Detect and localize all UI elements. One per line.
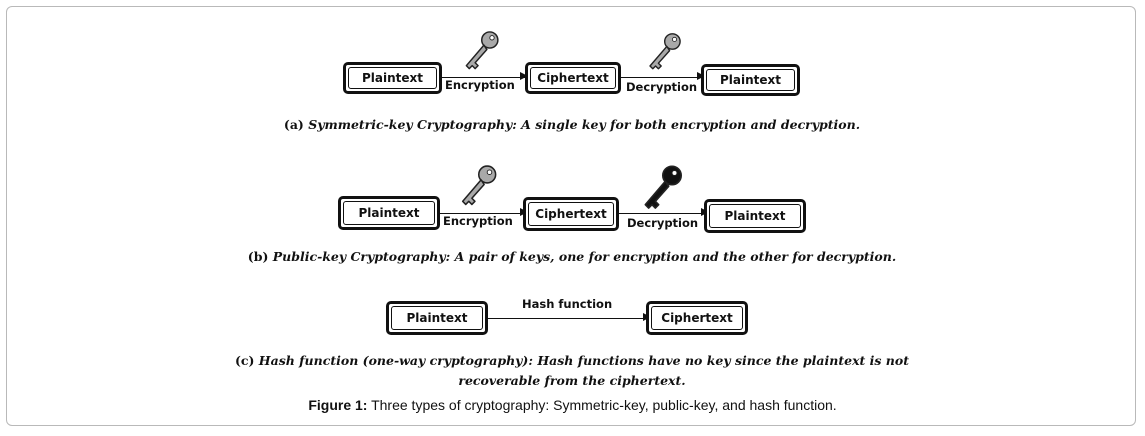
- ciphertext-box: Ciphertext: [525, 62, 621, 94]
- plaintext-box: Plaintext: [704, 199, 806, 233]
- decryption-arrow: [621, 72, 705, 81]
- hash-function-label: Hash function: [522, 297, 613, 311]
- caption-c: (c) Hash function (one-way cryptography)…: [7, 351, 1137, 391]
- plaintext-box: Plaintext: [701, 64, 800, 96]
- caption-text: Hash function (one-way cryptography): Ha…: [258, 353, 909, 368]
- encryption-label: Encryption: [445, 78, 515, 92]
- caption-line-1: (c) Hash function (one-way cryptography)…: [7, 351, 1137, 371]
- caption-label: (c): [234, 353, 255, 368]
- caption-text: Symmetric-key Cryptography: A single key…: [308, 117, 861, 132]
- decryption-arrow: [619, 208, 709, 217]
- plaintext-box: Plaintext: [343, 62, 442, 94]
- decryption-label: Decryption: [627, 216, 699, 230]
- hash-function-arrow: [488, 313, 651, 322]
- caption-text: recoverable from the ciphertext.: [458, 373, 686, 388]
- grey-key-icon: [643, 31, 685, 73]
- ciphertext-box: Ciphertext: [523, 197, 619, 231]
- figure-label: Figure 1:: [308, 397, 368, 413]
- encryption-label: Encryption: [443, 214, 513, 228]
- caption-label: (a): [283, 117, 304, 132]
- caption-label: (b): [247, 249, 269, 264]
- plaintext-box: Plaintext: [386, 301, 488, 335]
- figure-frame: Plaintext Encryption Ciphertext Decrypti…: [6, 6, 1136, 426]
- decryption-label: Decryption: [626, 80, 698, 94]
- grey-key-icon: [455, 163, 501, 209]
- caption-a: (a) Symmetric-key Cryptography: A single…: [7, 117, 1137, 132]
- plaintext-box: Plaintext: [338, 196, 440, 230]
- ciphertext-box: Ciphertext: [646, 301, 748, 335]
- figure-caption: Figure 1: Three types of cryptography: S…: [0, 397, 1145, 413]
- figure-text: Three types of cryptography: Symmetric-k…: [371, 397, 837, 413]
- caption-b: (b) Public-key Cryptography: A pair of k…: [7, 249, 1137, 264]
- black-key-icon: [637, 163, 687, 213]
- encryption-arrow: [442, 72, 528, 81]
- caption-text: Public-key Cryptography: A pair of keys,…: [272, 249, 897, 264]
- caption-line-2: recoverable from the ciphertext.: [7, 371, 1137, 391]
- grey-key-icon: [459, 29, 503, 73]
